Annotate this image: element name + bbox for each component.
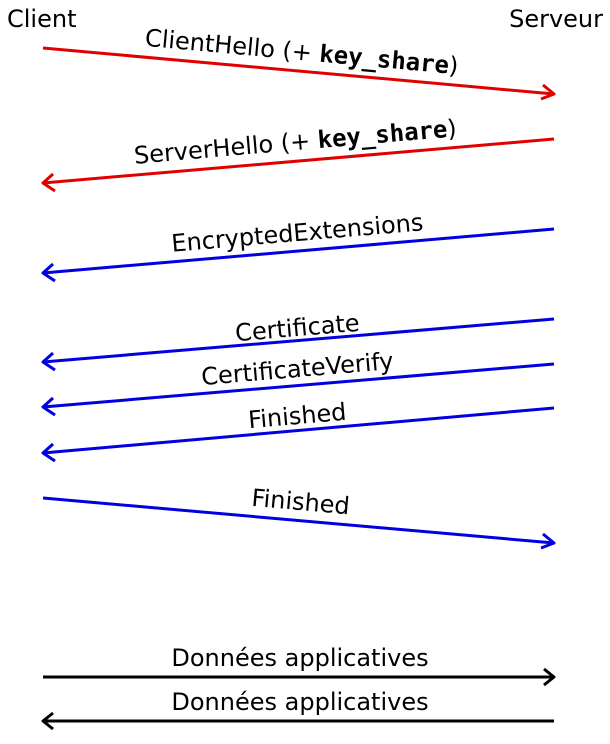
arrowhead (41, 262, 56, 283)
client-label: Client (7, 5, 76, 33)
message-label: Certificate (234, 309, 361, 347)
arrowhead (543, 667, 556, 687)
message-text: ClientHello (+ (144, 24, 321, 68)
message-server-hello: ServerHello (+ key_share) (41, 114, 555, 193)
arrow-line (42, 362, 555, 409)
arrow-line (42, 406, 555, 455)
message-label: Données applicatives (171, 644, 428, 672)
arrowhead (41, 442, 56, 463)
message-app-data-client: Données applicatives (43, 644, 556, 687)
message-server-finished: Finished (41, 398, 555, 463)
arrow-line (42, 317, 555, 364)
message-label: Finished (251, 484, 351, 520)
message-text: ServerHello (+ (133, 126, 319, 170)
message-suffix: ) (448, 51, 460, 80)
message-code: key_share (316, 115, 448, 154)
arrowhead (540, 83, 556, 101)
message-encrypted-extensions: EncryptedExtensions (41, 208, 555, 283)
message-suffix: ) (446, 114, 458, 143)
message-label: Données applicatives (171, 688, 428, 716)
arrow-line (42, 137, 555, 185)
arrowhead (41, 351, 56, 372)
message-app-data-server: Données applicatives (41, 688, 554, 731)
arrowhead (41, 711, 54, 731)
arrow-line (42, 46, 555, 96)
arrowhead (41, 396, 56, 417)
server-label: Serveur (509, 5, 603, 33)
arrowhead (41, 172, 56, 193)
message-client-hello: ClientHello (+ key_share) (42, 24, 556, 101)
arrow-line (42, 227, 555, 275)
arrowhead (540, 532, 556, 550)
arrow-line (42, 496, 555, 545)
message-client-finished: Finished (42, 484, 556, 550)
